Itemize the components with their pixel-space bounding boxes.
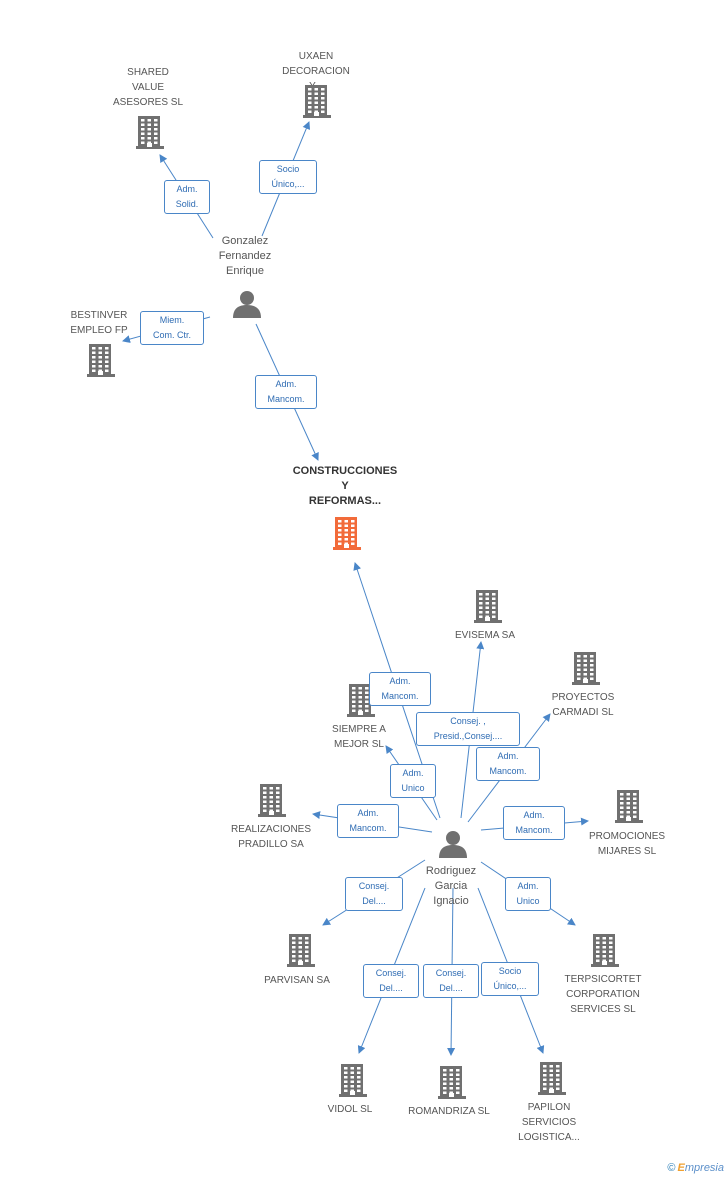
building-icon bbox=[347, 684, 375, 717]
building-icon bbox=[339, 1064, 367, 1097]
building-icon bbox=[438, 1066, 466, 1099]
company-name[interactable]: SIEMPRE A MEJOR SL bbox=[332, 724, 386, 750]
person-icon bbox=[439, 831, 467, 858]
company-name[interactable]: SHARED VALUE ASESORES SL bbox=[112, 67, 184, 108]
relationship-label[interactable]: Adm. Unico bbox=[505, 877, 551, 911]
empresia-logo-text: mpresia bbox=[684, 1162, 724, 1174]
relationship-label[interactable]: Socio Único,... bbox=[259, 160, 317, 194]
building-icon bbox=[591, 934, 619, 967]
person-name[interactable]: Rodriguez Garcia Ignacio bbox=[425, 865, 477, 907]
company-node[interactable] bbox=[332, 515, 362, 556]
company-node[interactable] bbox=[571, 650, 601, 691]
building-icon bbox=[303, 85, 331, 118]
company-node[interactable] bbox=[135, 114, 165, 155]
person-node[interactable] bbox=[438, 829, 468, 864]
company-node[interactable] bbox=[86, 342, 116, 383]
company-node[interactable] bbox=[257, 782, 287, 823]
building-icon bbox=[333, 517, 361, 550]
person-icon bbox=[233, 291, 261, 318]
building-icon bbox=[615, 790, 643, 823]
copyright-icon: © bbox=[667, 1162, 676, 1174]
company-node[interactable] bbox=[537, 1060, 567, 1101]
building-icon bbox=[538, 1062, 566, 1095]
company-node[interactable] bbox=[338, 1062, 368, 1103]
relationship-label[interactable]: Socio Único,... bbox=[481, 962, 539, 996]
company-node[interactable] bbox=[346, 682, 376, 723]
person-name[interactable]: Gonzalez Fernandez Enrique bbox=[218, 235, 272, 277]
company-node[interactable] bbox=[286, 932, 316, 973]
company-name[interactable]: EVISEMA SA bbox=[454, 630, 516, 641]
company-node[interactable] bbox=[302, 83, 332, 124]
company-name[interactable]: BESTINVER EMPLEO FP bbox=[70, 310, 128, 336]
building-icon bbox=[258, 784, 286, 817]
empresia-watermark: ©Empresia bbox=[667, 1162, 724, 1174]
company-name[interactable]: TERPSICORTET CORPORATION SERVICES SL bbox=[564, 974, 642, 1015]
building-icon bbox=[572, 652, 600, 685]
building-icon bbox=[87, 344, 115, 377]
company-node[interactable] bbox=[437, 1064, 467, 1105]
relationship-label[interactable]: Adm. Mancom. bbox=[255, 375, 317, 409]
relationship-label[interactable]: Consej. Del.... bbox=[363, 964, 419, 998]
relationship-label[interactable]: Consej. Del.... bbox=[345, 877, 403, 911]
relationship-label[interactable]: Miem. Com. Ctr. bbox=[140, 311, 204, 345]
company-name[interactable]: CONSTRUCCIONES Y REFORMAS... bbox=[292, 465, 398, 507]
relationship-label[interactable]: Adm. Solid. bbox=[164, 180, 210, 214]
company-name[interactable]: PAPILON SERVICIOS LOGISTICA... bbox=[518, 1102, 580, 1143]
person-node[interactable] bbox=[232, 289, 262, 324]
company-node[interactable] bbox=[590, 932, 620, 973]
relationship-label[interactable]: Adm. Unico bbox=[390, 764, 436, 798]
building-icon bbox=[136, 116, 164, 149]
relationship-label[interactable]: Consej. Del.... bbox=[423, 964, 479, 998]
relationship-label[interactable]: Adm. Mancom. bbox=[369, 672, 431, 706]
relationship-label[interactable]: Adm. Mancom. bbox=[503, 806, 565, 840]
relationship-label[interactable]: Adm. Mancom. bbox=[337, 804, 399, 838]
company-name[interactable]: PARVISAN SA bbox=[264, 975, 330, 986]
building-icon bbox=[474, 590, 502, 623]
relationship-label[interactable]: Consej. , Presid.,Consej.... bbox=[416, 712, 520, 746]
company-node[interactable] bbox=[473, 588, 503, 629]
company-name[interactable]: VIDOL SL bbox=[327, 1104, 373, 1115]
empresia-logo-initial: E bbox=[677, 1162, 685, 1174]
company-name[interactable]: PROYECTOS CARMADI SL bbox=[551, 692, 615, 718]
relationship-label[interactable]: Adm. Mancom. bbox=[476, 747, 540, 781]
company-node[interactable] bbox=[614, 788, 644, 829]
company-name[interactable]: ROMANDRIZA SL bbox=[408, 1106, 490, 1117]
company-name[interactable]: REALIZACIONES PRADILLO SA bbox=[230, 824, 312, 850]
building-icon bbox=[287, 934, 315, 967]
company-name[interactable]: PROMOCIONES MIJARES SL bbox=[588, 831, 666, 857]
